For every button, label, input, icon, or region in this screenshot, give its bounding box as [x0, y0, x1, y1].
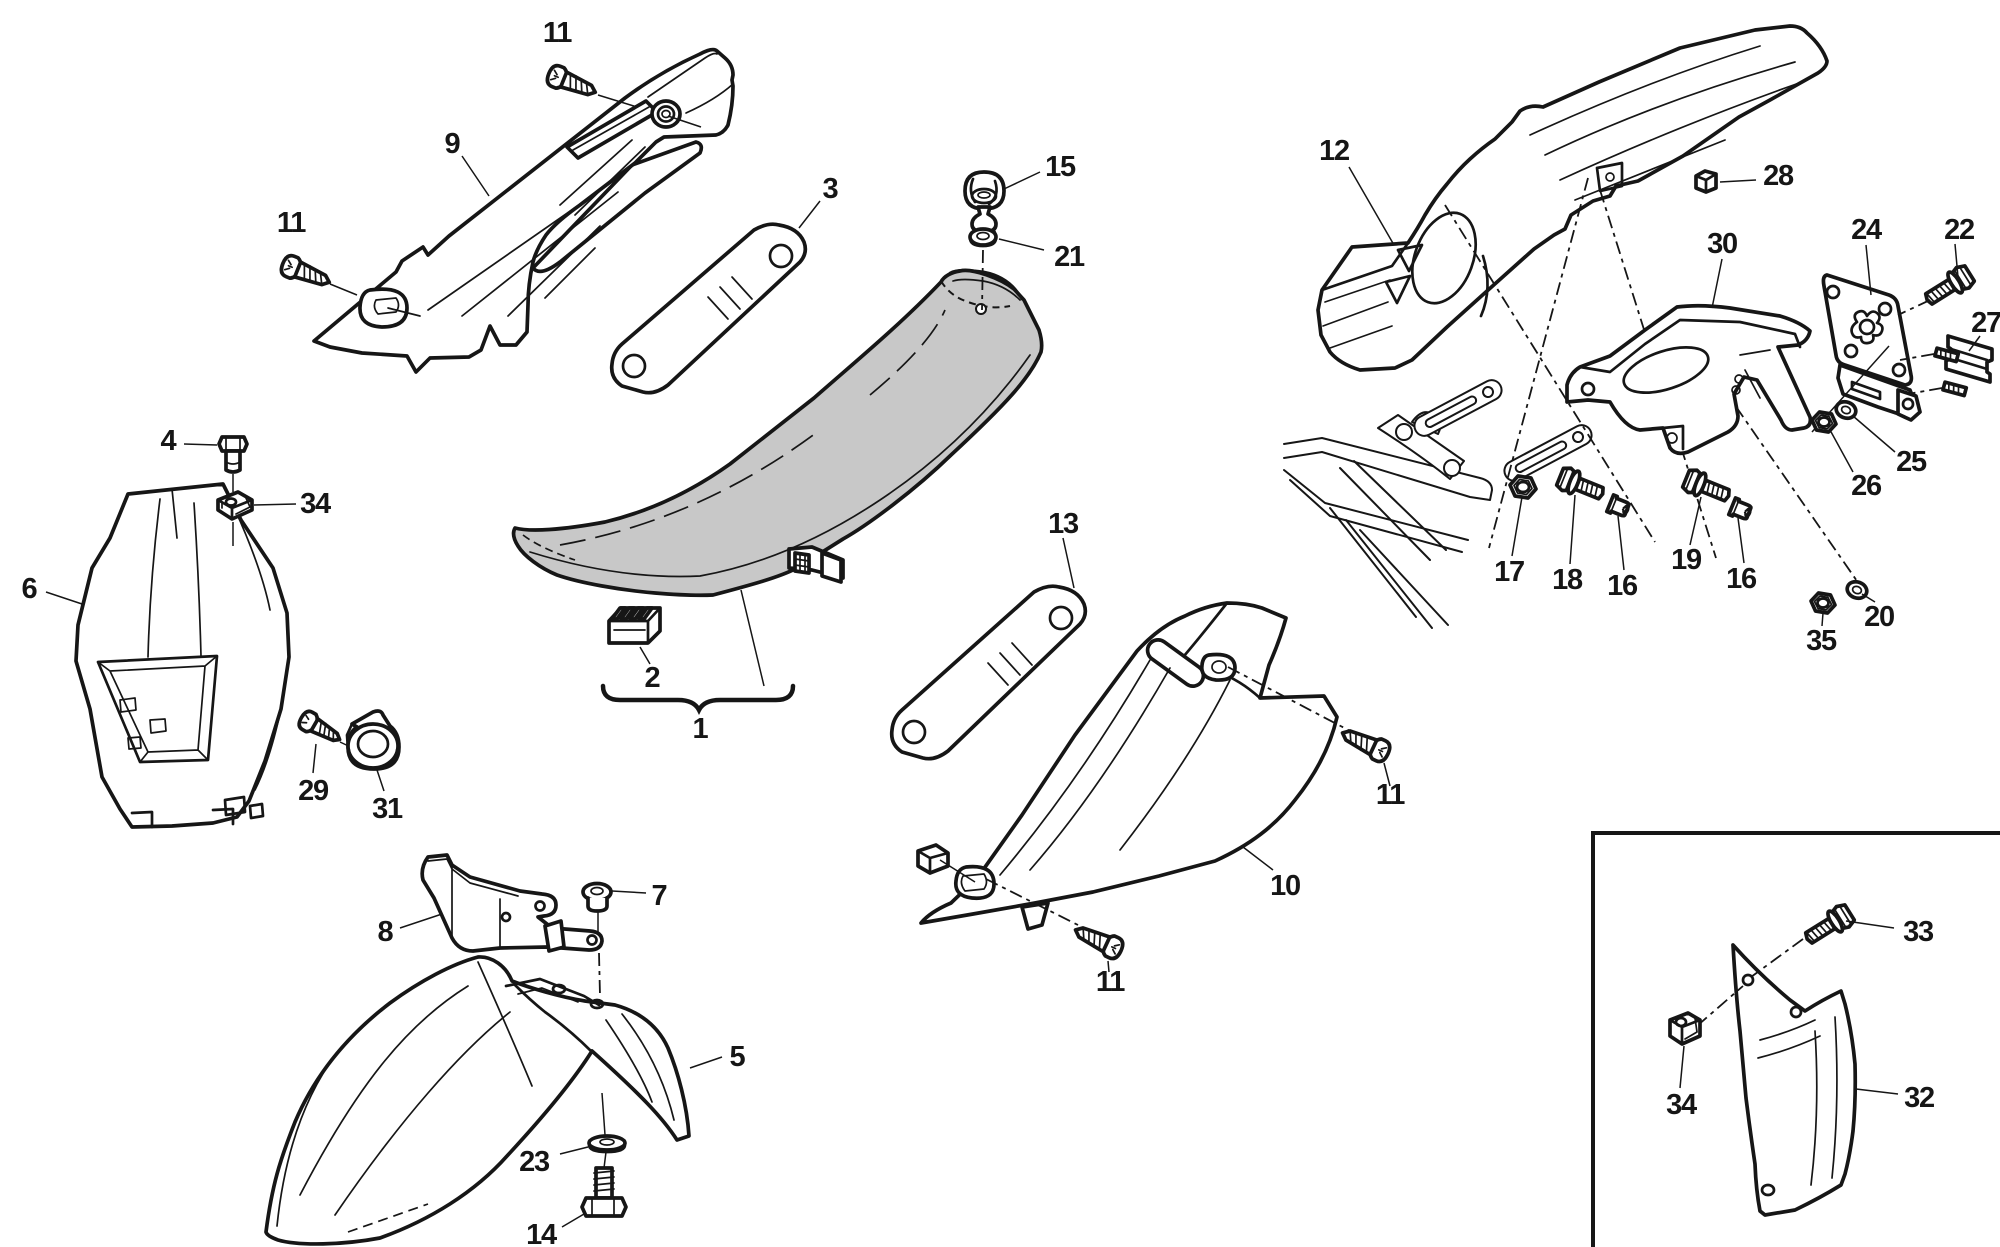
svg-text:16: 16 — [1607, 570, 1638, 602]
svg-text:3: 3 — [823, 173, 839, 205]
svg-text:31: 31 — [372, 793, 403, 825]
svg-text:33: 33 — [1903, 916, 1934, 948]
svg-text:4: 4 — [161, 425, 177, 457]
svg-text:32: 32 — [1904, 1082, 1934, 1114]
svg-text:15: 15 — [1045, 151, 1076, 183]
svg-text:24: 24 — [1851, 214, 1882, 246]
svg-text:11: 11 — [1096, 966, 1125, 998]
svg-text:11: 11 — [277, 207, 306, 239]
svg-text:30: 30 — [1707, 228, 1737, 260]
svg-text:13: 13 — [1048, 508, 1079, 540]
svg-text:35: 35 — [1806, 625, 1837, 657]
svg-text:21: 21 — [1054, 241, 1085, 273]
svg-text:29: 29 — [298, 775, 329, 807]
svg-text:7: 7 — [652, 880, 667, 912]
svg-text:22: 22 — [1944, 214, 1974, 246]
svg-text:8: 8 — [378, 916, 394, 948]
svg-text:10: 10 — [1270, 870, 1300, 902]
svg-text:20: 20 — [1864, 601, 1894, 633]
svg-text:28: 28 — [1763, 160, 1794, 192]
svg-text:26: 26 — [1851, 470, 1882, 502]
svg-text:16: 16 — [1726, 563, 1757, 595]
svg-text:11: 11 — [1376, 779, 1405, 811]
svg-text:34: 34 — [300, 488, 331, 520]
svg-text:17: 17 — [1494, 556, 1524, 588]
svg-text:19: 19 — [1671, 544, 1702, 576]
svg-text:23: 23 — [519, 1146, 550, 1178]
svg-text:18: 18 — [1552, 564, 1583, 596]
svg-text:5: 5 — [730, 1041, 746, 1073]
svg-text:12: 12 — [1319, 135, 1349, 167]
svg-text:1: 1 — [693, 713, 709, 745]
svg-text:34: 34 — [1666, 1089, 1697, 1121]
svg-text:6: 6 — [22, 573, 38, 605]
svg-text:2: 2 — [645, 662, 660, 694]
svg-text:9: 9 — [445, 128, 461, 160]
svg-text:14: 14 — [526, 1219, 557, 1247]
svg-text:27: 27 — [1971, 307, 2000, 339]
svg-text:25: 25 — [1896, 446, 1927, 478]
svg-text:11: 11 — [543, 17, 572, 49]
